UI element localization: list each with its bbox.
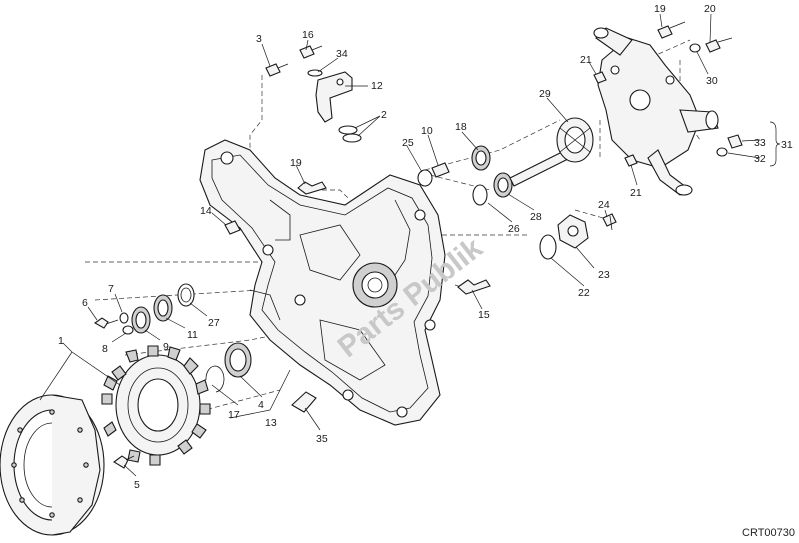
callout-20: 20	[704, 3, 716, 15]
callout-numbers: 1 2 3 4 5 6 7 8 9 10 11 12 13 14 15 16 1…	[58, 3, 793, 491]
callout-19-right: 19	[654, 3, 666, 15]
callout-8: 8	[102, 343, 108, 355]
callout-27: 27	[208, 317, 220, 329]
callout-16: 16	[302, 29, 314, 41]
callout-33: 33	[754, 137, 766, 149]
callout-14: 14	[200, 205, 212, 217]
diagram-code: CRT00730	[742, 527, 795, 539]
callout-23: 23	[598, 269, 610, 281]
callout-21-top: 21	[580, 54, 592, 66]
callout-30: 30	[706, 75, 718, 87]
callout-35: 35	[316, 433, 328, 445]
callout-12: 12	[371, 80, 383, 92]
water-pump-cover	[593, 21, 743, 196]
callout-11: 11	[187, 329, 198, 341]
callout-5: 5	[134, 479, 140, 491]
callout-13: 13	[265, 417, 277, 429]
generator-rotor	[0, 394, 105, 536]
callout-34: 34	[336, 48, 348, 60]
callout-32: 32	[754, 153, 766, 165]
callout-15: 15	[478, 309, 490, 321]
callout-4: 4	[258, 399, 264, 411]
hardware-parts	[93, 45, 617, 469]
callout-18: 18	[455, 121, 467, 133]
callout-19-left: 19	[290, 157, 302, 169]
callout-22: 22	[578, 287, 590, 299]
callout-28: 28	[530, 211, 542, 223]
callout-17: 17	[228, 409, 240, 421]
callout-31: 31	[781, 139, 793, 151]
callout-29: 29	[539, 88, 551, 100]
leader-lines	[39, 13, 761, 477]
callout-9: 9	[163, 341, 169, 353]
generator-cover	[199, 139, 446, 426]
callout-2: 2	[381, 109, 387, 121]
callout-7: 7	[108, 283, 114, 295]
callout-26: 26	[508, 223, 520, 235]
water-pump-impeller	[509, 117, 594, 187]
callout-25: 25	[402, 137, 414, 149]
callout-1: 1	[58, 335, 64, 347]
callout-6: 6	[82, 297, 88, 309]
callout-10: 10	[421, 125, 433, 137]
callout-24: 24	[598, 199, 610, 211]
callout-21-bottom: 21	[630, 187, 642, 199]
callout-3: 3	[256, 33, 262, 45]
brace-31	[769, 121, 781, 167]
stator	[101, 345, 211, 466]
